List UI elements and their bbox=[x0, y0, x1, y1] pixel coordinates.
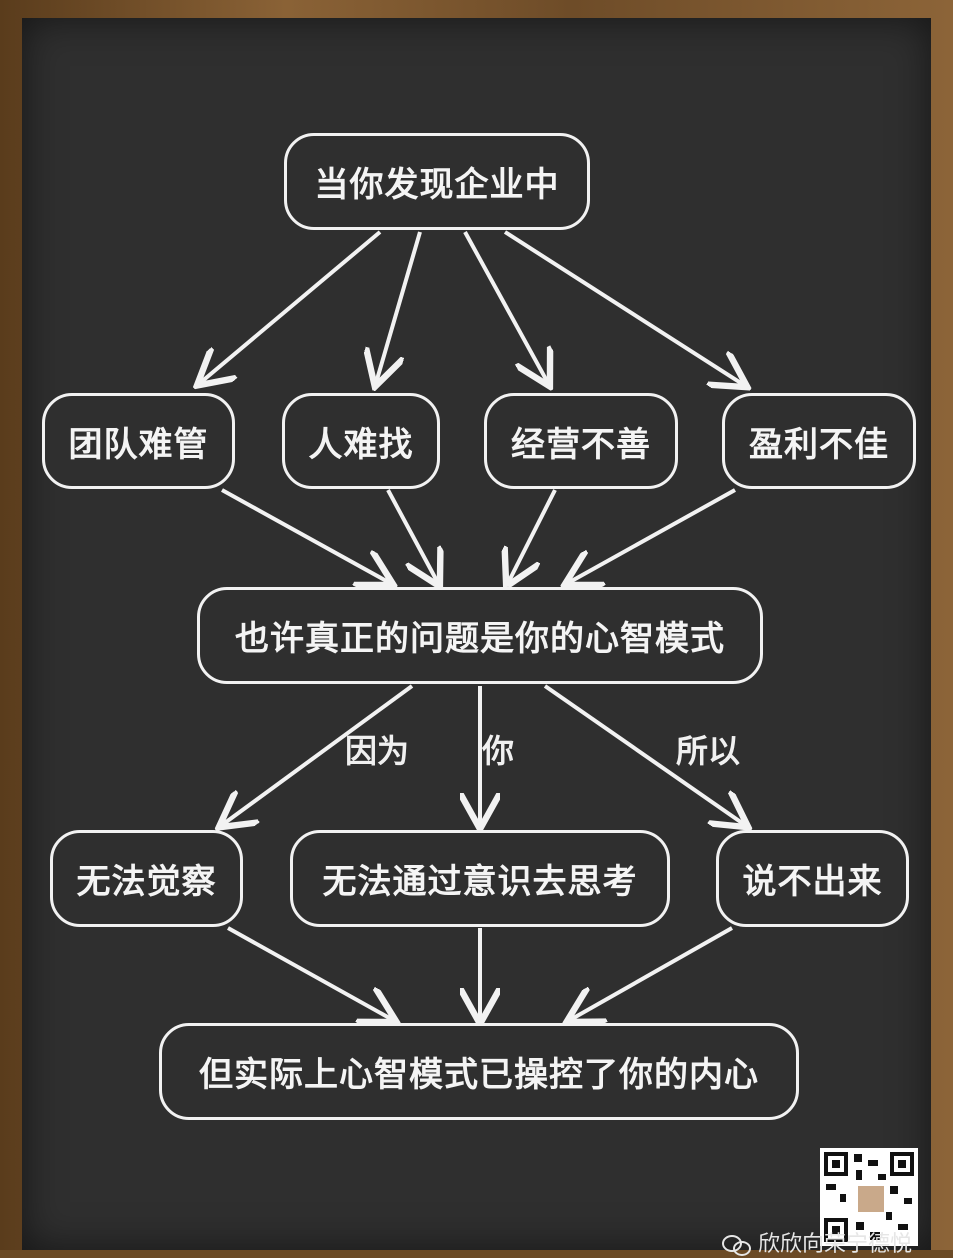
watermark: 欣欣向荣宁德悦 bbox=[722, 1226, 912, 1258]
edge-label-you: 你 bbox=[482, 732, 515, 770]
node-team-hard-to-manage: 团队难管 bbox=[42, 393, 235, 489]
node-people-hard-to-find: 人难找 bbox=[282, 393, 440, 489]
arrow-profit-middle bbox=[568, 488, 736, 583]
arrow-operation-middle bbox=[508, 489, 557, 583]
qr-avatar bbox=[856, 1184, 886, 1214]
arrow-top-operation bbox=[463, 231, 548, 383]
node-poor-profit: 盈利不佳 bbox=[722, 393, 916, 489]
arrow-middle-perceive bbox=[222, 684, 414, 825]
arrow-top-profit bbox=[503, 230, 744, 385]
watermark-text: 欣欣向荣宁德悦 bbox=[758, 1232, 913, 1257]
node-poor-operation: 经营不善 bbox=[484, 393, 678, 489]
node-mind-controlled: 但实际上心智模式已操控了你的内心 bbox=[159, 1023, 799, 1120]
arrow-top-people bbox=[376, 231, 422, 383]
qr-code bbox=[820, 1148, 918, 1246]
node-unable-to-perceive: 无法觉察 bbox=[50, 830, 243, 927]
edge-label-so: 所以 bbox=[676, 732, 741, 770]
arrow-perceive-bottom bbox=[227, 926, 393, 1020]
arrow-top-team bbox=[200, 230, 382, 383]
node-unable-to-speak: 说不出来 bbox=[716, 830, 909, 927]
node-mental-model-question: 也许真正的问题是你的心智模式 bbox=[197, 587, 763, 684]
node-unable-to-think-consciously: 无法通过意识去思考 bbox=[290, 830, 670, 927]
arrow-speak-bottom bbox=[570, 926, 733, 1020]
edge-label-because: 因为 bbox=[345, 732, 410, 770]
arrow-people-middle bbox=[386, 489, 438, 583]
node-top: 当你发现企业中 bbox=[284, 133, 590, 230]
wechat-icon bbox=[722, 1235, 752, 1256]
arrow-team-middle bbox=[221, 488, 390, 583]
arrow-middle-speak bbox=[543, 684, 745, 825]
